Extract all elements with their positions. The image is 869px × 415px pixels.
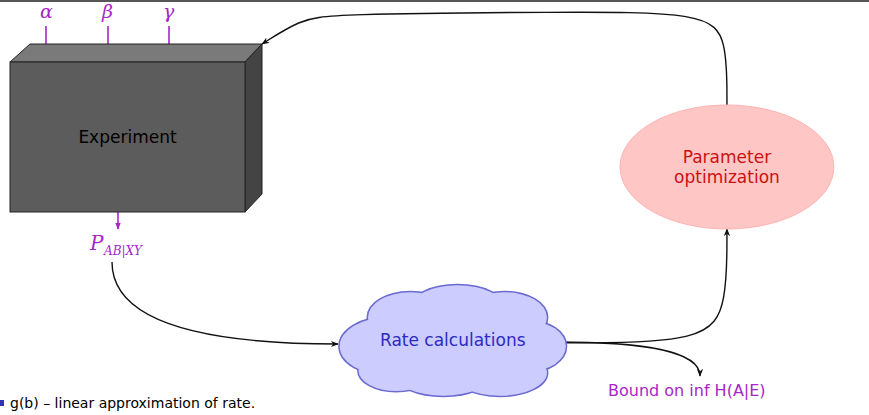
distribution-symbol: P [90, 231, 103, 255]
node-label: Experiment [78, 127, 176, 147]
text-area: Parameter optimization [620, 105, 834, 229]
note-text: g(b) – linear approximation of rate. [10, 395, 255, 412]
node-label: Rate calculations [380, 330, 526, 350]
parameter-symbol: α [40, 0, 53, 23]
box-side-face [245, 44, 262, 212]
output-arrow [117, 212, 119, 229]
box-top-face [10, 44, 262, 62]
flow-arrow [567, 229, 727, 343]
data-flow-curve [112, 262, 338, 344]
parameter-symbol: γ [163, 0, 174, 23]
process-ellipse: Parameter optimization [620, 105, 834, 229]
process-cloud: Rate calculations [335, 283, 571, 398]
node-label: Parameter optimization [662, 147, 792, 188]
text-area: Rate calculations [335, 283, 571, 398]
result-curve [556, 342, 700, 376]
flow-arrow [262, 12, 727, 105]
cloud-fill [359, 350, 434, 391]
bullet [0, 400, 4, 406]
text-area: Experiment [10, 62, 245, 212]
parameter-symbol: β [102, 0, 113, 23]
experiment-box: Experiment [10, 44, 262, 212]
ellipse-fill [620, 105, 834, 229]
distribution-subscript: AB|XY [104, 244, 142, 258]
box-front-face [10, 62, 245, 212]
output-label: Bound on inf H(A|E) [608, 381, 766, 400]
cloud-outline [359, 350, 434, 391]
top-rule [0, 0, 869, 2]
